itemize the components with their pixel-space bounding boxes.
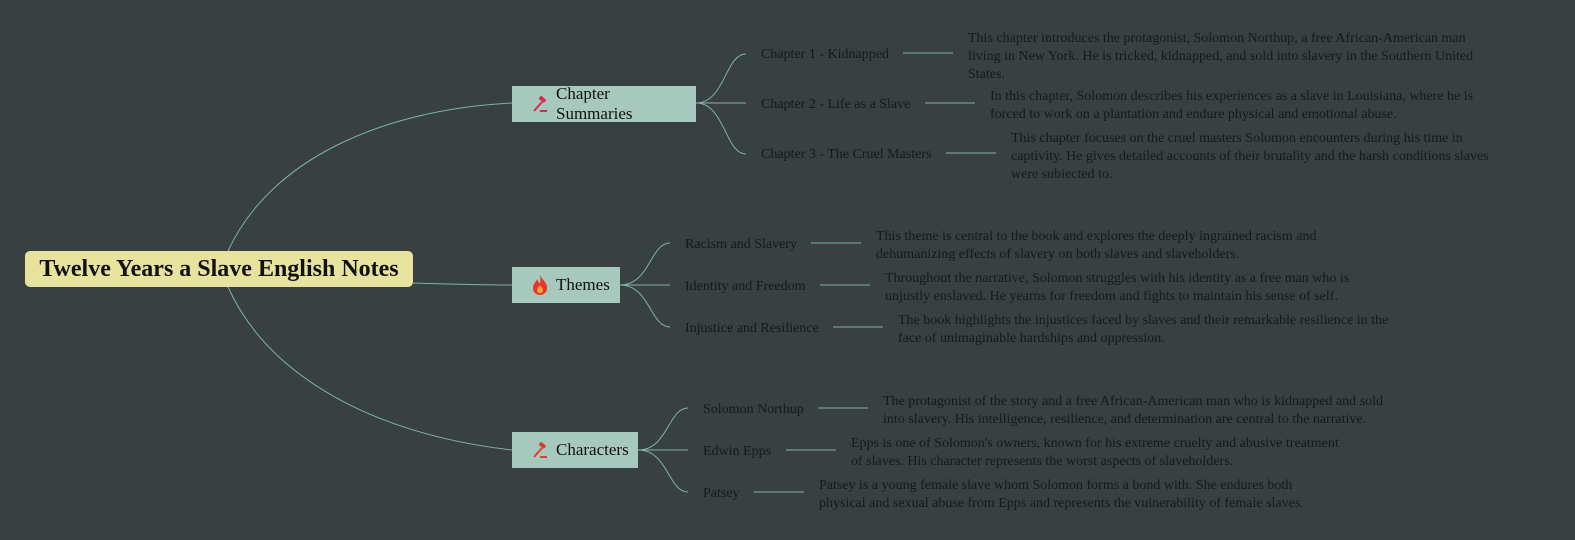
branch-themes[interactable]: Themes xyxy=(512,267,620,303)
note-injustice-and-resilience[interactable]: The book highlights the injustices faced… xyxy=(898,313,1389,346)
gavel-icon xyxy=(530,94,550,114)
edge-root-themes xyxy=(412,282,513,286)
fire-icon xyxy=(530,275,550,295)
branch-characters[interactable]: Characters xyxy=(512,432,638,468)
leaf-patsey[interactable]: Patsey xyxy=(703,486,740,501)
note-edwin-epps[interactable]: Epps is one of Solomon's owners, known f… xyxy=(851,436,1339,469)
root-topic[interactable]: Twelve Years a Slave English Notes xyxy=(25,251,413,287)
leaf-chapter-3[interactable]: Chapter 3 - The Cruel Masters xyxy=(761,147,932,162)
branch-label: Themes xyxy=(556,275,610,294)
note-patsey[interactable]: Patsey is a young female slave whom Solo… xyxy=(819,478,1304,511)
note-racism-and-slavery[interactable]: This theme is central to the book and ex… xyxy=(876,229,1317,262)
leaf-identity-and-freedom[interactable]: Identity and Freedom xyxy=(685,279,806,294)
gavel-icon xyxy=(530,440,550,460)
note-chapter-1[interactable]: This chapter introduces the protagonist,… xyxy=(968,31,1474,78)
leaf-chapter-2[interactable]: Chapter 2 - Life as a Slave xyxy=(761,97,911,112)
note-chapter-2[interactable]: In this chapter, Solomon describes his e… xyxy=(990,89,1474,122)
leaf-solomon-northup[interactable]: Solomon Northup xyxy=(703,402,804,417)
edge-root-chapter-summaries xyxy=(227,102,513,252)
branch-chapter-summaries[interactable]: Chapter Summaries xyxy=(512,84,696,123)
note-chapter-3[interactable]: This chapter focuses on the cruel master… xyxy=(1011,131,1489,178)
leaf-racism-and-slavery[interactable]: Racism and Slavery xyxy=(685,237,797,252)
note-identity-and-freedom[interactable]: Throughout the narrative, Solomon strugg… xyxy=(885,271,1350,304)
leaf-edwin-epps[interactable]: Edwin Epps xyxy=(703,444,772,459)
note-solomon-northup[interactable]: The protagonist of the story and a free … xyxy=(883,394,1383,427)
leaf-chapter-1[interactable]: Chapter 1 - Kidnapped xyxy=(761,47,889,62)
branch-label: Chapter Summaries xyxy=(556,84,633,123)
branch-label: Characters xyxy=(556,440,629,459)
edge-root-characters xyxy=(227,286,513,451)
leaf-injustice-and-resilience[interactable]: Injustice and Resilience xyxy=(685,321,819,336)
